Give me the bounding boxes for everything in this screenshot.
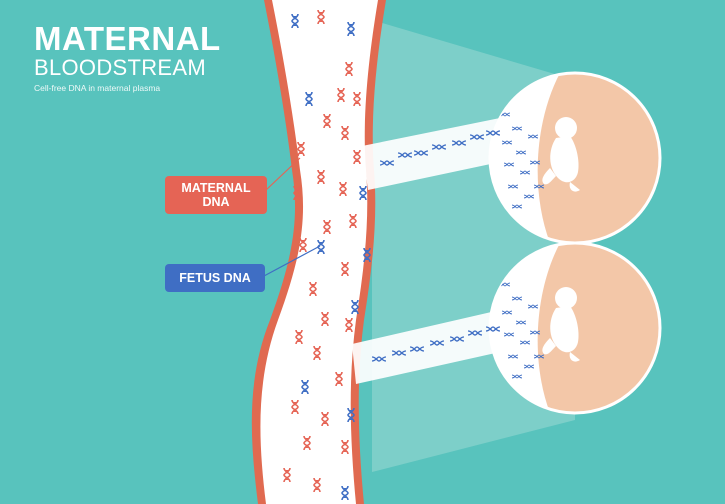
fetus-dna-label-text: FETUS DNA bbox=[179, 271, 251, 285]
title-subtitle: Cell-free DNA in maternal plasma bbox=[34, 84, 221, 93]
title-line-1: MATERNAL bbox=[34, 22, 221, 55]
title-line-2: BLOODSTREAM bbox=[34, 57, 221, 79]
fetus-dna-label: FETUS DNA bbox=[165, 264, 265, 292]
diagram-title: MATERNAL BLOODSTREAM Cell-free DNA in ma… bbox=[34, 22, 221, 93]
